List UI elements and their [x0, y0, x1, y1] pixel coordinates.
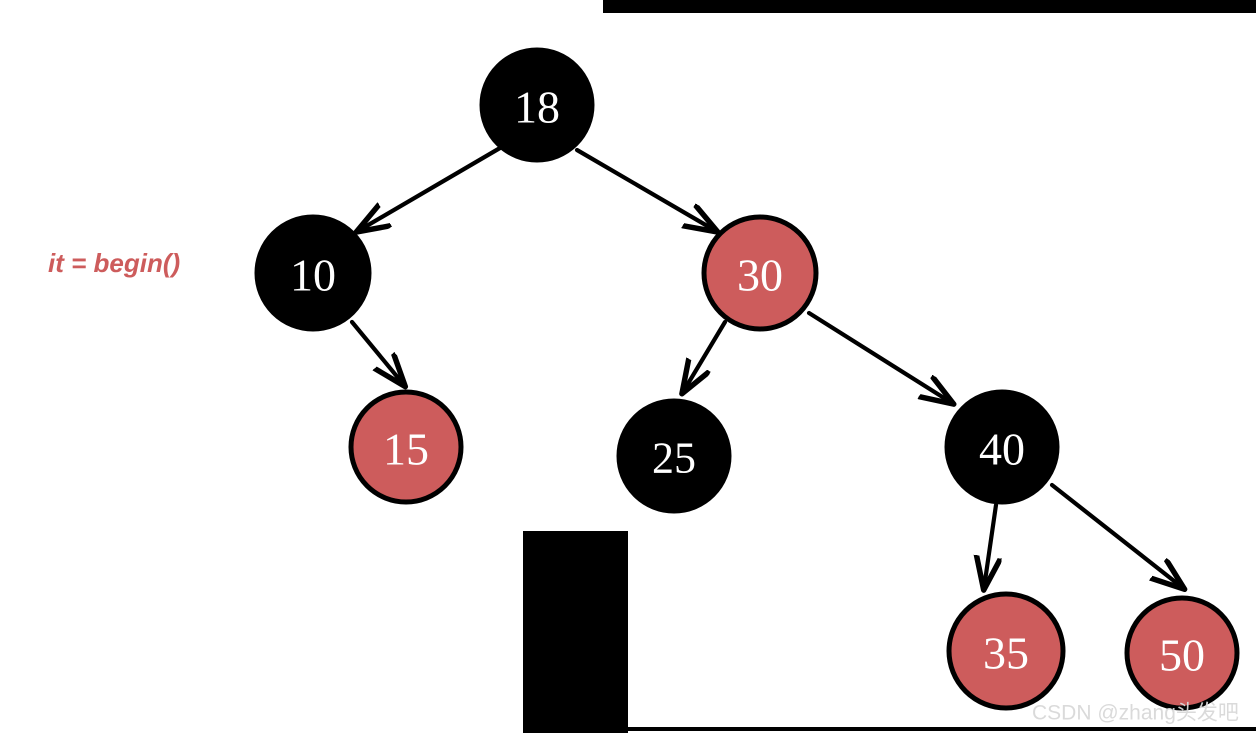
- tree-node-15[interactable]: 15: [348, 389, 464, 505]
- node-circle-25[interactable]: [616, 398, 732, 514]
- node-value-10: 10: [290, 250, 336, 301]
- top-black-bar: [603, 0, 1256, 13]
- node-value-18: 18: [514, 82, 560, 133]
- tree-node-35[interactable]: 35: [946, 591, 1066, 711]
- tree-node-25[interactable]: 25: [616, 398, 732, 514]
- tree-edges: [349, 145, 1183, 588]
- node-circle-15[interactable]: [348, 389, 464, 505]
- bottom-black-rule: [628, 727, 1256, 731]
- edge-18-to-10: [358, 145, 503, 231]
- occluding-blocks: [523, 0, 1256, 733]
- node-circle-18[interactable]: [479, 47, 595, 163]
- node-circle-50[interactable]: [1124, 595, 1240, 711]
- iterator-begin-annotation: it = begin(): [48, 248, 180, 278]
- node-value-15: 15: [383, 424, 429, 475]
- csdn-watermark: CSDN @zhang头发吧: [1032, 702, 1239, 725]
- tree-node-50[interactable]: 50: [1124, 595, 1240, 711]
- edge-40-to-50: [1049, 482, 1183, 588]
- node-value-25: 25: [652, 434, 696, 483]
- edge-40-to-35: [984, 502, 996, 588]
- node-circle-40[interactable]: [944, 389, 1060, 505]
- tree-node-10[interactable]: 10: [254, 214, 372, 332]
- tree-node-30[interactable]: 30: [701, 214, 819, 332]
- node-circle-30[interactable]: [701, 214, 819, 332]
- node-value-35: 35: [983, 628, 1029, 679]
- edge-10-to-15: [349, 319, 404, 385]
- tree-node-18[interactable]: 18: [479, 47, 595, 163]
- node-value-30: 30: [737, 250, 783, 301]
- bottom-black-box: [523, 531, 628, 733]
- edge-30-to-25: [683, 319, 728, 392]
- node-value-40: 40: [979, 424, 1025, 475]
- node-value-50: 50: [1159, 630, 1205, 681]
- edge-30-to-40: [806, 310, 952, 403]
- node-circle-10[interactable]: [254, 214, 372, 332]
- edge-18-to-30: [574, 147, 716, 231]
- tree-nodes: 18 10 30 15 25 40: [254, 47, 1240, 711]
- tree-node-40[interactable]: 40: [944, 389, 1060, 505]
- node-circle-35[interactable]: [946, 591, 1066, 711]
